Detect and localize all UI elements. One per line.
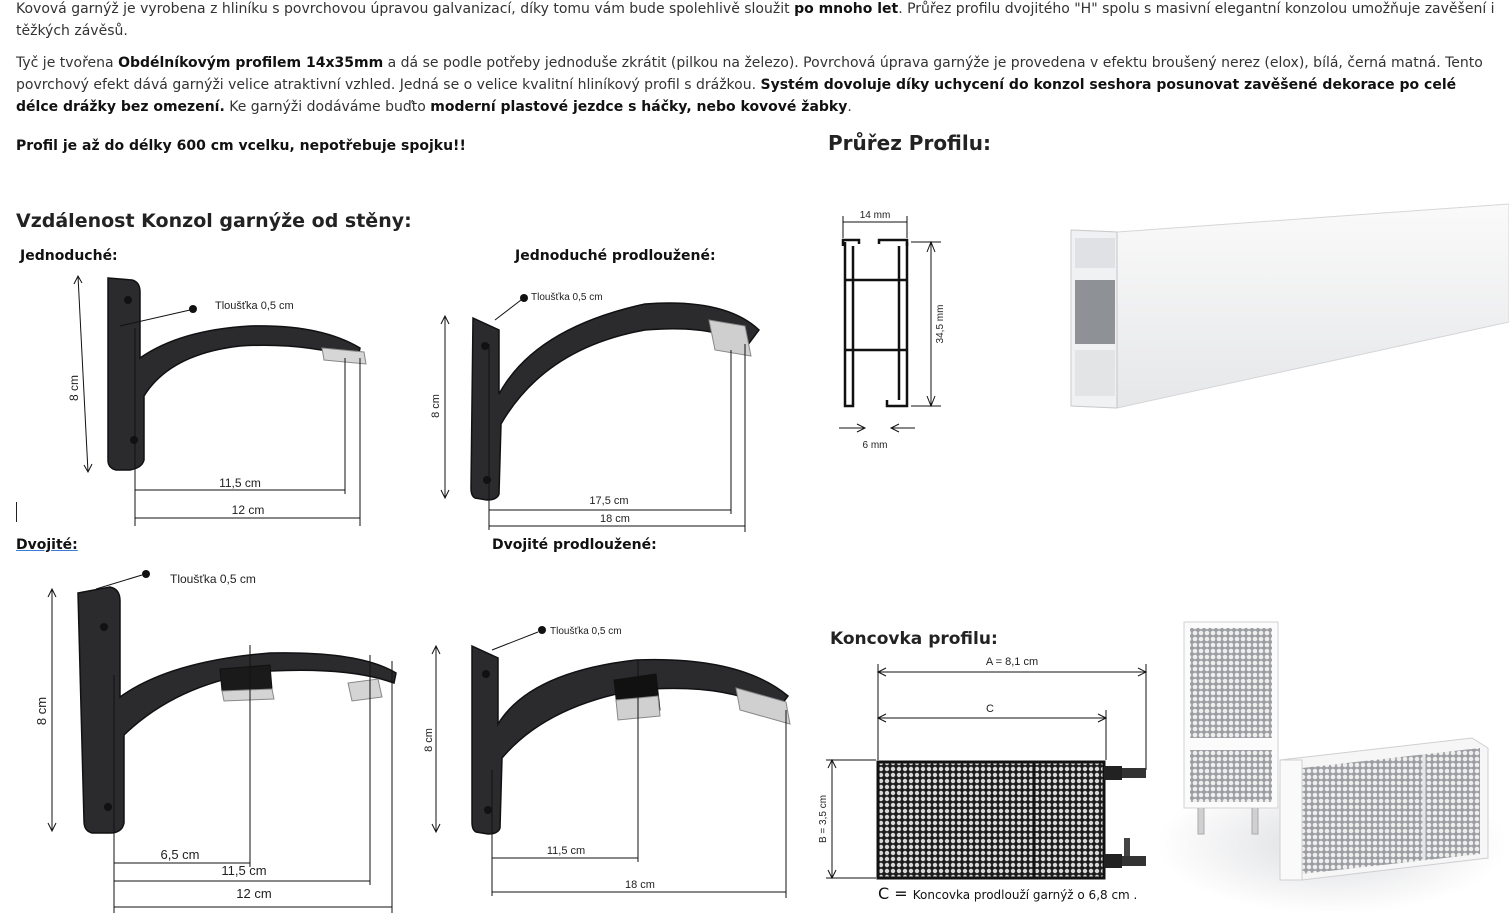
outer-distance-label: 18 cm	[625, 879, 655, 891]
rail-profile-photo	[1070, 203, 1509, 409]
description-paragraph: Tyč je tvořena Obdélníkovým profilem 14x…	[16, 52, 1496, 118]
bracket-drawing	[77, 586, 397, 834]
text: Kovová garnýž je vyrobena z hliníku s po…	[16, 1, 795, 17]
figure-endcap-diagram: A = 8,1 cm C B = 3,5 cm	[818, 656, 1148, 880]
label-double-extended: Dvojité prodloužené:	[492, 537, 657, 553]
distance-label-1: 6,5 cm	[160, 847, 199, 862]
text: Tyč je tvořena	[16, 55, 119, 71]
figure-single-extended-bracket: Tloušťka 0,5 cm 8 cm 17,5 cm 18 cm	[430, 292, 761, 532]
figure-single-bracket: Tloušťka 0,5 cm 8 cm 11,5 cm 12 cm	[67, 274, 367, 526]
distance-label-3: 12 cm	[236, 886, 271, 901]
endcap-product-photo	[1157, 621, 1507, 913]
height-label: 8 cm	[67, 375, 81, 401]
inner-distance-label: 11,5 cm	[547, 845, 585, 857]
outer-distance-label: 12 cm	[232, 503, 265, 517]
caption-symbol: C =	[878, 884, 913, 903]
bracket-drawing	[471, 644, 791, 835]
heading-bracket-distance: Vzdálenost Konzol garnýže od stěny:	[16, 210, 412, 232]
slot-width-label: 6 mm	[863, 440, 888, 451]
text-cursor	[16, 502, 17, 522]
distance-label-2: 11,5 cm	[221, 863, 266, 878]
figure-double-extended-bracket: Tloušťka 0,5 cm 8 cm 11,5 cm 18 cm	[423, 626, 791, 898]
text: a dá se podle potřeby jednoduše zkrátit …	[16, 55, 1483, 93]
caption-text: Koncovka prodlouží garnýž o 6,8 cm .	[912, 888, 1138, 902]
outer-distance-label: 18 cm	[600, 513, 630, 525]
length-a-label: A = 8,1 cm	[986, 656, 1038, 668]
inner-distance-label: 11,5 cm	[219, 476, 261, 490]
length-c-label: C	[986, 703, 994, 715]
text-bold: moderní plastové jezdce s háčky, nebo ko…	[430, 99, 848, 115]
text: .	[847, 99, 852, 115]
text-bold: Systém dovoluje díky uchycení do konzol …	[16, 77, 1457, 115]
height-label: 34,5 mm	[935, 305, 946, 344]
height-b-label: B = 3,5 cm	[818, 795, 829, 843]
endcap-caption: C = Koncovka prodlouží garnýž o 6,8 cm .	[878, 884, 1137, 903]
intro-paragraph: Kovová garnýž je vyrobena z hliníku s po…	[16, 0, 1496, 42]
text-bold: Obdélníkovým profilem 14x35mm	[118, 55, 384, 71]
thickness-label: Tloušťka 0,5 cm	[215, 300, 294, 312]
text: . Průřez profilu dvojitého "H" spolu s m…	[16, 1, 1495, 39]
label-single: Jednoduché:	[20, 248, 118, 264]
thickness-label: Tloušťka 0,5 cm	[531, 292, 603, 303]
height-label: 8 cm	[34, 697, 49, 725]
text-bold: po mnoho let	[794, 1, 899, 17]
width-label: 14 mm	[860, 210, 891, 221]
label-double: Dvojité:	[16, 537, 78, 553]
text: Ke garnýži dodáváme buďto	[224, 99, 431, 115]
figure-profile-cross-section: 14 mm 34,5 mm 6 mm	[839, 210, 946, 451]
height-label: 8 cm	[423, 728, 435, 752]
inner-distance-label: 17,5 cm	[589, 495, 628, 507]
height-label: 8 cm	[430, 394, 442, 418]
thickness-label: Tloušťka 0,5 cm	[170, 572, 256, 586]
bracket-drawing	[470, 302, 761, 501]
heading-profile: Průřez Profilu:	[828, 131, 991, 155]
thickness-label: Tloušťka 0,5 cm	[550, 626, 622, 637]
label-single-extended: Jednoduché prodloužené:	[515, 248, 716, 264]
figure-double-bracket: Tloušťka 0,5 cm 8 cm 6,5 cm 11,5 cm 12 c…	[34, 570, 397, 913]
heading-endcap: Koncovka profilu:	[830, 629, 998, 649]
length-note: Profil je až do délky 600 cm vcelku, nep…	[16, 138, 466, 154]
